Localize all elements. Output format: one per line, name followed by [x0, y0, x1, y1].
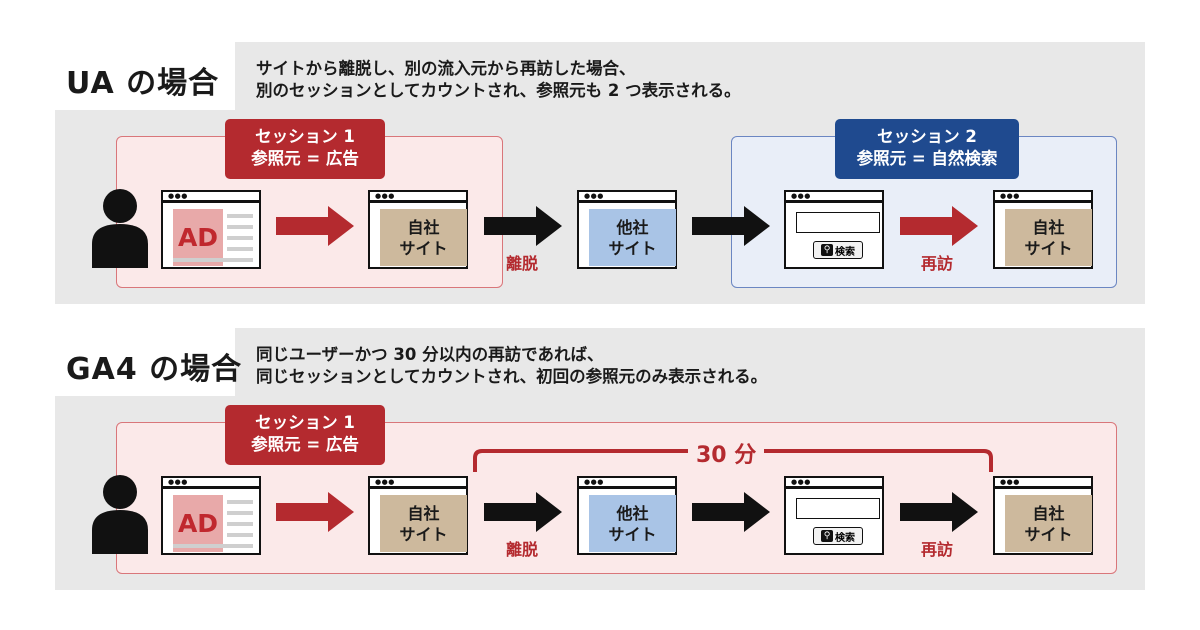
window-dots-icon: ●●● — [791, 478, 811, 486]
ua-arrow-1 — [276, 206, 354, 246]
ua-other-site-label: 他社 サイト — [589, 209, 676, 266]
ua-arrow-4 — [900, 206, 978, 246]
ga4-arrow-4 — [900, 492, 978, 532]
window-dots-icon: ●●● — [375, 192, 395, 200]
ga4-exit-label: 離脱 — [506, 540, 539, 559]
ua-desc-line1: サイトから離脱し、別の流入元から再訪した場合、 — [256, 59, 636, 78]
ua-title-tab — [55, 42, 235, 110]
ga4-own-site-browser-2: ●●● 自社 サイト — [993, 476, 1093, 555]
ua-arrow-3 — [692, 206, 770, 246]
ga4-title: GA4 の場合 — [66, 352, 243, 387]
window-dots-icon: ●●● — [375, 478, 395, 486]
ua-own-site-label-1: 自社 サイト — [380, 209, 467, 266]
search-icon: ⚲ — [821, 244, 833, 256]
ua-user-icon — [92, 189, 148, 268]
ga4-arrow-1 — [276, 492, 354, 532]
window-dots-icon: ●●● — [791, 192, 811, 200]
ga4-30min-label: 30 分 — [688, 437, 765, 469]
ga4-own-site-browser-1: ●●● 自社 サイト — [368, 476, 468, 555]
ua-ad-browser: ●●● AD — [161, 190, 261, 269]
ua-own-site-label-2: 自社 サイト — [1005, 209, 1092, 266]
ua-own-site-browser-1: ●●● 自社 サイト — [368, 190, 468, 269]
ua-session1-referrer: 参照元 = 広告 — [251, 149, 359, 168]
window-dots-icon: ●●● — [584, 478, 604, 486]
ua-own-site-browser-2: ●●● 自社 サイト — [993, 190, 1093, 269]
ua-session2-label: セッション 2 参照元 = 自然検索 — [835, 119, 1019, 179]
search-icon: ⚲ — [821, 530, 833, 542]
ga4-own-site-label-2: 自社 サイト — [1005, 495, 1092, 552]
window-dots-icon: ●●● — [1000, 478, 1020, 486]
ga4-ad-label: AD — [173, 495, 223, 552]
window-dots-icon: ●●● — [584, 192, 604, 200]
ga4-desc-line2: 同じセッションとしてカウントされ、初回の参照元のみ表示される。 — [256, 367, 768, 386]
ua-session1-name: セッション 1 — [255, 127, 355, 146]
ua-other-site-browser: ●●● 他社 サイト — [577, 190, 677, 269]
ua-search-button: ⚲ 検索 — [813, 241, 863, 259]
ga4-search-browser: ●●● ⚲ 検索 — [784, 476, 884, 555]
ua-session2-referrer: 参照元 = 自然検索 — [856, 149, 998, 168]
ga4-arrow-3 — [692, 492, 770, 532]
ga4-session1-referrer: 参照元 = 広告 — [251, 435, 359, 454]
ga4-search-button: ⚲ 検索 — [813, 527, 863, 545]
ga4-ad-browser: ●●● AD — [161, 476, 261, 555]
ua-revisit-label: 再訪 — [921, 254, 954, 273]
ga4-revisit-label: 再訪 — [921, 540, 954, 559]
ua-desc-line2: 別のセッションとしてカウントされ、参照元も 2 つ表示される。 — [256, 81, 741, 100]
ga4-search-input — [796, 498, 880, 519]
ua-title: UA の場合 — [66, 66, 220, 101]
ga4-other-site-browser: ●●● 他社 サイト — [577, 476, 677, 555]
window-dots-icon: ●●● — [168, 192, 188, 200]
window-dots-icon: ●●● — [168, 478, 188, 486]
ga4-session1-label: セッション 1 参照元 = 広告 — [225, 405, 385, 465]
ua-search-input — [796, 212, 880, 233]
ua-arrow-2 — [484, 206, 562, 246]
ga4-session1-name: セッション 1 — [255, 413, 355, 432]
ga4-own-site-label-1: 自社 サイト — [380, 495, 467, 552]
ga4-title-tab — [55, 328, 235, 396]
ga4-other-site-label: 他社 サイト — [589, 495, 676, 552]
ua-exit-label: 離脱 — [506, 254, 539, 273]
window-dots-icon: ●●● — [1000, 192, 1020, 200]
ua-session2-name: セッション 2 — [877, 127, 977, 146]
ua-search-browser: ●●● ⚲ 検索 — [784, 190, 884, 269]
ga4-arrow-2 — [484, 492, 562, 532]
ua-ad-label: AD — [173, 209, 223, 266]
ga4-desc-line1: 同じユーザーかつ 30 分以内の再訪であれば、 — [256, 345, 604, 364]
ga4-user-icon — [92, 475, 148, 554]
ua-session1-label: セッション 1 参照元 = 広告 — [225, 119, 385, 179]
